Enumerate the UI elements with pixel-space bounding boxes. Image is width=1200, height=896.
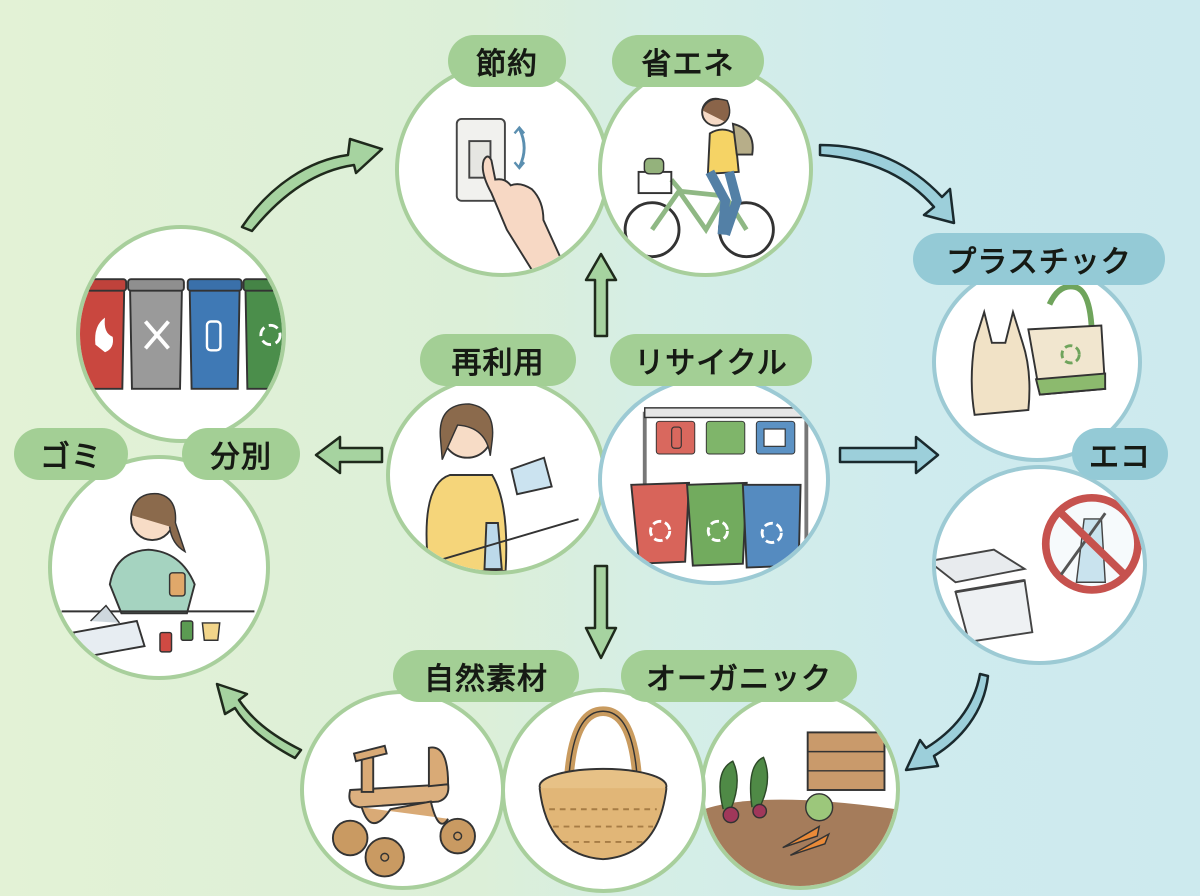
label-plastic: プラスチック (913, 233, 1165, 285)
refilling-bottle-icon (425, 403, 579, 571)
arrow-curved-bottom-right (904, 672, 990, 772)
label-eco: エコ (1072, 428, 1168, 480)
node-bunbetsu-circle (76, 225, 286, 443)
label-organic: オーガニック (621, 650, 857, 702)
node-reuse-circle (386, 375, 606, 575)
vegetable-garden-icon (704, 731, 896, 886)
no-plastic-bottle-icon (936, 493, 1142, 643)
arrow-curved-top-right (818, 143, 956, 225)
arrow-up-center (584, 252, 618, 338)
label-shoene: 省エネ (612, 35, 764, 87)
label-recycle: リサイクル (610, 334, 812, 386)
arrow-left-center (314, 435, 384, 475)
node-eco-circle (932, 465, 1147, 665)
person-sorting-trash-icon (61, 492, 255, 659)
label-bunbetsu: 分別 (182, 428, 300, 480)
wooden-toy-icon (331, 744, 476, 878)
label-setsuyaku: 節約 (448, 35, 566, 87)
recycling-station-icon (630, 407, 809, 569)
label-gomi: ゴミ (14, 428, 128, 480)
arrow-curved-top-left (240, 137, 384, 233)
bicycle-rider-icon (623, 97, 775, 259)
arrow-curved-bottom-left (215, 682, 303, 760)
arrow-down-center (584, 564, 618, 660)
node-plastic-circle (932, 262, 1142, 462)
node-setsuyaku-circle (395, 62, 610, 277)
node-shoene-circle (598, 62, 813, 277)
node-gomi-circle (48, 455, 270, 680)
shopping-bags-icon (970, 283, 1107, 416)
label-shizen: 自然素材 (393, 650, 579, 702)
light-switch-icon (455, 117, 569, 273)
four-trash-bins-icon (80, 278, 282, 390)
node-recycle-circle (598, 375, 830, 585)
node-shizen-circle (300, 690, 505, 890)
label-reuse: 再利用 (420, 334, 576, 386)
node-organic-circle (700, 690, 900, 890)
node-basket-circle (501, 688, 706, 893)
woven-basket-icon (538, 706, 668, 861)
arrow-right-center (838, 435, 940, 475)
